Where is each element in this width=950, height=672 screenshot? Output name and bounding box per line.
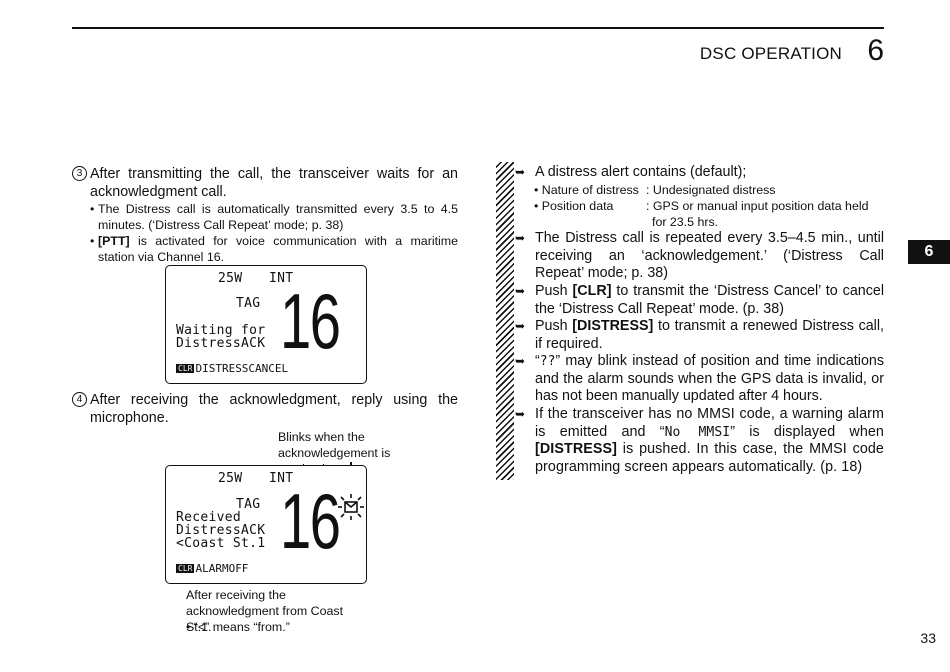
- step-text: After receiving the acknowledgment, repl…: [90, 392, 458, 426]
- arrow-icon: ➥: [515, 165, 526, 179]
- lcd-display-received: 25W INT TAG Received DistressACK <Coast …: [165, 465, 367, 584]
- note-6: ➥ If the transceiver has no MMSI code, a…: [515, 406, 884, 475]
- detail-value: : GPS or manual input position data held…: [646, 199, 869, 229]
- note-3: ➥ Push [CLR] to transmit the ‘Distress C…: [515, 283, 884, 317]
- detail-label: • Position data: [534, 199, 614, 213]
- arrow-icon: ➥: [515, 319, 526, 333]
- tag-indicator: TAG: [236, 497, 261, 512]
- distress-key-label: [DISTRESS]: [572, 318, 654, 334]
- bullet-text: is activated for voice communication wit…: [98, 234, 458, 264]
- arrow-icon: ➥: [515, 284, 526, 298]
- clr-key-icon: CLR: [176, 564, 195, 573]
- step-number: 4: [72, 392, 87, 407]
- section-title: DSC OPERATION: [699, 44, 842, 63]
- lcd-line-2: DistressACK: [176, 336, 266, 351]
- detail-row: • Position data : GPS or manual input po…: [534, 198, 884, 230]
- note-2: ➥ The Distress call is repeated every 3.…: [515, 230, 884, 282]
- softkey-label: DISTRESSCANCEL: [195, 362, 289, 375]
- softkey-label: ALARMOFF: [195, 562, 249, 575]
- note-hatch-bar: [496, 162, 514, 480]
- step-number: 3: [72, 166, 87, 181]
- no-mmsi-display: No MMSI: [664, 424, 731, 440]
- clr-key-icon: CLR: [176, 364, 195, 373]
- blink-symbol: ??: [539, 354, 556, 369]
- lcd-line-3: <Coast St.1: [176, 536, 266, 551]
- step-text: After transmitting the call, the transce…: [90, 166, 458, 200]
- note-4: ➥ Push [DISTRESS] to transmit a renewed …: [515, 318, 885, 352]
- header-rule: [72, 27, 884, 29]
- arrow-icon: ➥: [515, 354, 526, 368]
- int-indicator: INT: [269, 471, 294, 486]
- note-1: ➥ A distress alert contains (default);: [515, 164, 747, 180]
- section-tab: 6: [908, 240, 950, 264]
- arrow-icon: ➥: [515, 407, 526, 421]
- envelope-icon: [338, 494, 364, 520]
- channel-number: 16: [280, 477, 341, 565]
- detail-row: • Nature of distress : Undesignated dist…: [534, 182, 884, 198]
- distress-details-table: • Nature of distress : Undesignated dist…: [534, 182, 884, 230]
- detail-value: : Undesignated distress: [646, 183, 776, 197]
- int-indicator: INT: [269, 271, 294, 286]
- section-number: 6: [867, 34, 884, 67]
- bullet-text: The Distress call is automatically trans…: [98, 202, 458, 232]
- step-4: 4 After receiving the acknowledgment, re…: [72, 391, 458, 427]
- power-indicator: 25W: [218, 471, 243, 486]
- step-3-bullet-1: • The Distress call is automatically tra…: [90, 202, 458, 232]
- lcd-display-waiting: 25W INT TAG Waiting for DistressACK 16 C…: [165, 265, 367, 384]
- channel-number: 16: [280, 277, 341, 365]
- step-3-bullet-2: • [PTT] is activated for voice communica…: [90, 234, 458, 264]
- from-symbol-note: • “<” means “from.”: [186, 620, 290, 634]
- step-3: 3 After transmitting the call, the trans…: [72, 165, 458, 201]
- note-5: ➥ “??” may blink instead of position and…: [515, 353, 884, 405]
- clr-key-label: [CLR]: [572, 283, 612, 299]
- lcd-line-2: DistressACK: [176, 523, 266, 538]
- lcd-line-1: Received: [176, 510, 242, 525]
- page-number: 33: [920, 630, 936, 646]
- tag-indicator: TAG: [236, 296, 261, 311]
- power-indicator: 25W: [218, 271, 243, 286]
- distress-key-label: [DISTRESS]: [535, 441, 618, 458]
- ptt-key-label: [PTT]: [98, 234, 130, 248]
- lcd-line-1: Waiting for: [176, 323, 266, 338]
- detail-label: • Nature of distress: [534, 183, 639, 197]
- arrow-icon: ➥: [515, 231, 526, 245]
- blink-caption: Blinks when the acknowledgement is recei…: [278, 430, 391, 476]
- receive-caption: After receiving the acknowledgment from …: [186, 588, 344, 634]
